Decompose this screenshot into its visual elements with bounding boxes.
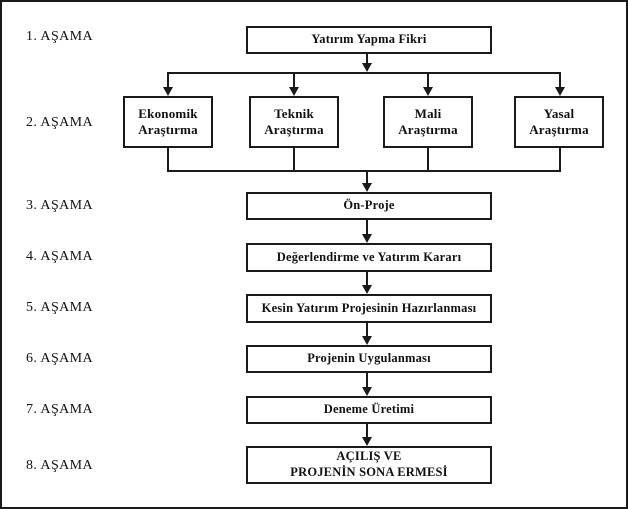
merge-line-bottom [167,170,561,172]
box-opening-project-end-line2: PROJENİN SONA ERMESİ [290,465,448,479]
box-financial-research-label: Mali Araştırma [398,105,458,137]
arrowhead-b4 [362,234,372,243]
arrowhead-b8 [362,437,372,446]
connector-b7-b8 [366,424,368,437]
box-opening-project-end-line1: AÇILIŞ VE [336,449,402,464]
arrowhead-b6 [362,336,372,345]
box-legal-research: Yasal Araştırma [514,96,604,148]
stage-label-8: 8. AŞAMA [26,458,93,473]
connector-branch-yasal [559,74,561,87]
box-final-project-preparation: Kesin Yatırım Projesinin Hazırlanması [246,294,492,323]
connector-branch-ekonomik [167,74,169,87]
box-pre-project-label: Ön-Proje [343,198,395,213]
arrowhead-teknik [289,87,299,96]
arrowhead-b1-branch [362,63,372,72]
arrowhead-b5 [362,285,372,294]
box-project-implementation: Projenin Uygulanması [246,345,492,373]
box-technical-research-label: Teknik Araştırma [264,105,324,137]
branch-line-top [167,72,561,74]
box-economic-research-label: Ekonomik Araştırma [138,105,198,137]
connector-mali-merge [427,148,429,170]
box-final-project-preparation-label: Kesin Yatırım Projesinin Hazırlanması [261,300,477,315]
box-trial-production-label: Deneme Üretimi [323,402,415,417]
box-investment-idea: Yatırım Yapma Fikri [246,26,492,54]
box-economic-research: Ekonomik Araştırma [123,96,213,148]
stage-label-7: 7. AŞAMA [26,402,93,417]
arrowhead-b7 [362,387,372,396]
arrowhead-yasal [555,87,565,96]
connector-b1-branch-line [366,54,368,63]
stage-label-6: 6. AŞAMA [26,351,93,366]
box-financial-research: Mali Araştırma [383,96,473,148]
stage-label-1: 1. AŞAMA [26,29,93,44]
stage-label-4: 4. AŞAMA [26,249,93,264]
box-trial-production: Deneme Üretimi [246,396,492,424]
arrowhead-b3 [362,183,372,192]
box-evaluation-decision: Değerlendirme ve Yatırım Kararı [246,243,492,272]
connector-teknik-merge [293,148,295,170]
stage-label-3: 3. AŞAMA [26,198,93,213]
arrowhead-ekonomik [163,87,173,96]
stage-label-2: 2. AŞAMA [26,115,93,130]
box-pre-project: Ön-Proje [246,192,492,220]
connector-merge-b3 [366,172,368,183]
connector-b4-b5 [366,272,368,285]
box-legal-research-label: Yasal Araştırma [529,105,589,137]
arrowhead-mali [423,87,433,96]
box-evaluation-decision-label: Değerlendirme ve Yatırım Kararı [276,249,462,264]
connector-ekonomik-merge [167,148,169,170]
connector-yasal-merge [559,148,561,170]
connector-b6-b7 [366,373,368,387]
connector-b3-b4 [366,220,368,234]
connector-branch-mali [427,74,429,87]
box-project-implementation-label: Projenin Uygulanması [307,351,431,366]
box-technical-research: Teknik Araştırma [249,96,339,148]
connector-b5-b6 [366,323,368,336]
stage-label-5: 5. AŞAMA [26,300,93,315]
box-investment-idea-label: Yatırım Yapma Fikri [311,32,427,47]
connector-branch-teknik [293,74,295,87]
box-opening-project-end: AÇILIŞ VE PROJENİN SONA ERMESİ [246,446,492,484]
